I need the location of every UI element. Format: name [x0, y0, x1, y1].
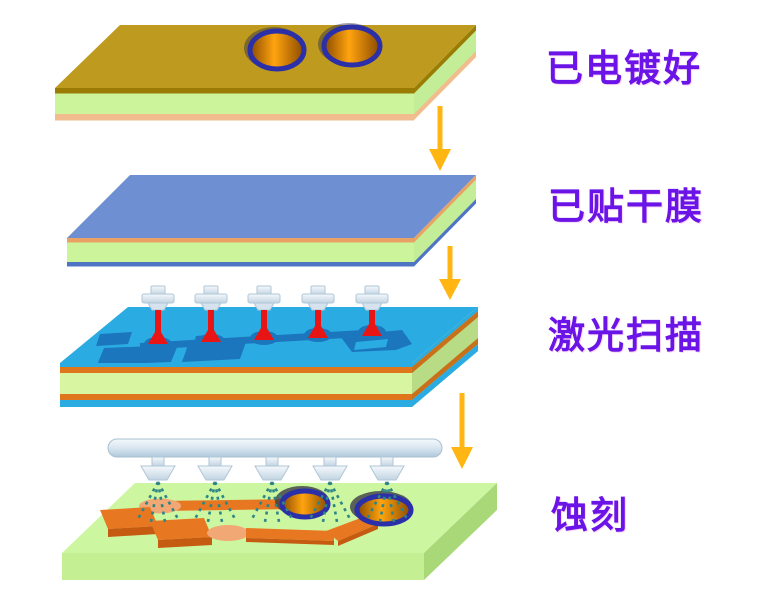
- laser-beam-icon: [148, 310, 168, 344]
- laser-beam-icon: [362, 310, 382, 336]
- spray-nozzle-icon: [312, 456, 348, 481]
- down-arrow-icon: [439, 246, 461, 300]
- laser-head-icon: [301, 285, 335, 311]
- board1-substrate-front: [55, 93, 414, 114]
- board4-front-face: [62, 553, 424, 580]
- laser-beam-icon: [254, 310, 274, 340]
- spray-nozzle-icon: [197, 456, 233, 481]
- stage-label-electroplated: 已电镀好: [546, 48, 702, 89]
- down-arrow-icon: [451, 393, 473, 469]
- spray-bar-icon: [107, 438, 443, 458]
- stage-label-dry-film: 已贴干膜: [548, 186, 704, 227]
- laser-head-icon: [355, 285, 389, 311]
- laser-beam-icon: [308, 310, 328, 338]
- laser-head-icon: [194, 285, 228, 311]
- laser-head-icon: [247, 285, 281, 311]
- laser-units: [141, 285, 389, 344]
- board1-side-face: [414, 25, 476, 120]
- spray-nozzles: [136, 456, 409, 523]
- board1-bottom-foil: [55, 114, 414, 121]
- board2-film-top-face: [67, 175, 476, 238]
- plated-hole-icon: [244, 27, 307, 72]
- spray-nozzle-icon: [369, 456, 405, 481]
- laser-head-icon: [141, 285, 175, 311]
- board-dry-film: [67, 175, 476, 267]
- stage-label-etch: 蚀刻: [551, 495, 629, 536]
- board-laser-scan: [60, 285, 478, 407]
- plated-hole-icon: [318, 23, 383, 68]
- laser-beam-icon: [201, 310, 221, 342]
- board1-copper-edge: [55, 88, 414, 94]
- spray-nozzle-icon: [140, 456, 176, 481]
- board2-side-face: [414, 175, 476, 266]
- board4-side-face: [424, 483, 497, 580]
- down-arrow-icon: [429, 106, 451, 171]
- copper-pattern: [100, 486, 414, 548]
- stage-label-laser-scan: 激光扫描: [548, 315, 704, 356]
- board-etched: [62, 438, 497, 580]
- board-electroplated: [55, 23, 476, 121]
- spray-nozzle-icon: [254, 456, 290, 481]
